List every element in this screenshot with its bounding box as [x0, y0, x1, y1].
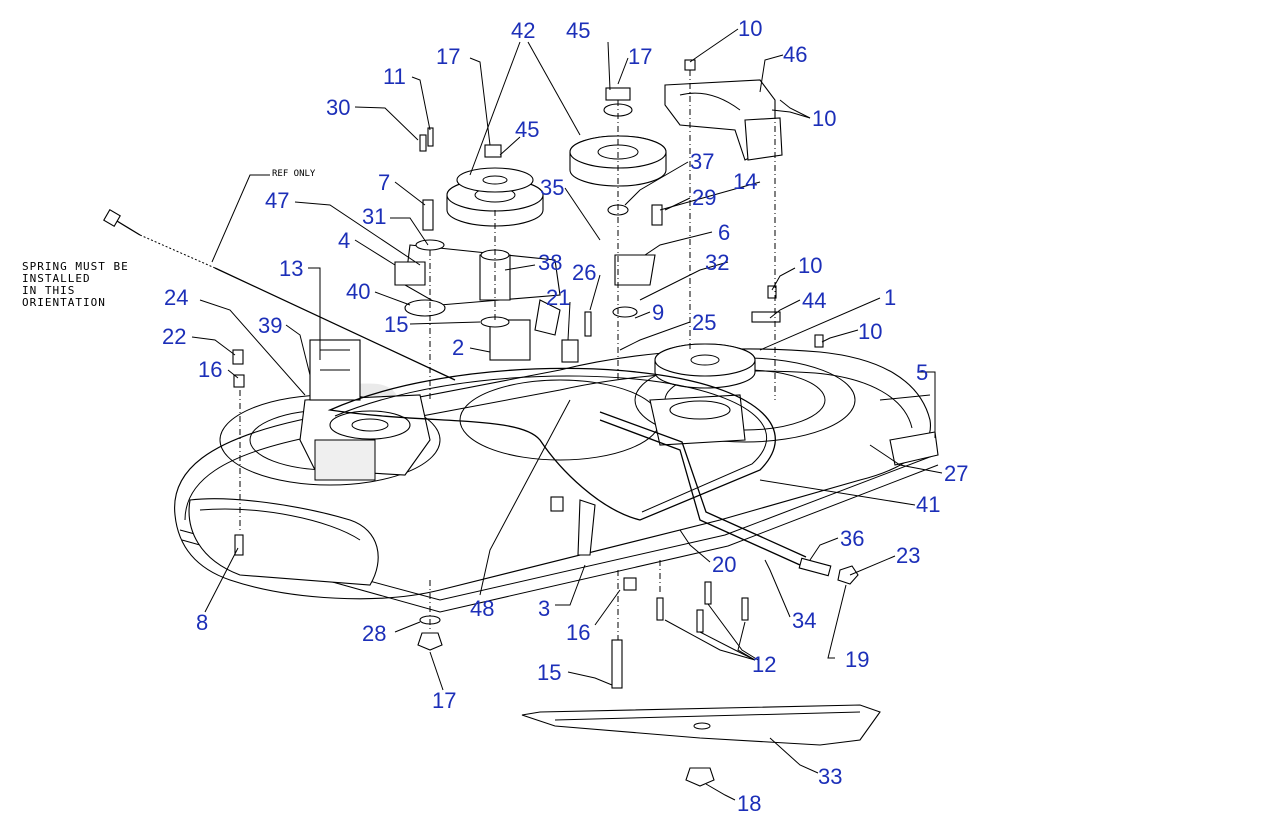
callout-35: 35	[540, 175, 564, 200]
callout-7: 7	[378, 170, 390, 195]
callout-25: 25	[692, 310, 716, 335]
callout-45: 45	[566, 18, 590, 43]
note-line-2: INSTALLED	[22, 272, 91, 285]
callout-33: 33	[818, 764, 842, 789]
callout-15: 15	[384, 312, 408, 337]
callout-32: 32	[705, 250, 729, 275]
callout-22: 22	[162, 324, 186, 349]
callout-3: 3	[538, 596, 550, 621]
callout-38: 38	[538, 250, 562, 275]
callout-27: 27	[944, 461, 968, 486]
note-line-4: ORIENTATION	[22, 296, 106, 309]
idler-arm-assembly	[394, 244, 656, 361]
spring-cable	[103, 209, 456, 381]
callout-40: 40	[346, 279, 370, 304]
callout-13: 13	[279, 256, 303, 281]
callout-5: 5	[916, 360, 928, 385]
callout-12: 12	[752, 652, 776, 677]
callout-26: 26	[572, 260, 596, 285]
callout-10: 10	[858, 319, 882, 344]
callout-4: 4	[338, 228, 350, 253]
note-line-3: IN THIS	[22, 284, 75, 297]
ref-only-note: REF ONLY	[272, 169, 316, 179]
callout-23: 23	[896, 543, 920, 568]
callout-39: 39	[258, 313, 282, 338]
callout-10: 10	[798, 253, 822, 278]
hardware	[232, 59, 824, 787]
callout-16: 16	[566, 620, 590, 645]
callout-1: 1	[884, 285, 896, 310]
spring-orientation-note: SPRING MUST BE INSTALLED IN THIS ORIENTA…	[22, 260, 129, 309]
belt-guard-bracket	[664, 79, 783, 161]
drive-belt	[327, 367, 776, 521]
callout-46: 46	[783, 42, 807, 67]
callout-45: 45	[515, 117, 539, 142]
lift-rod	[577, 411, 859, 585]
callout-28: 28	[362, 621, 386, 646]
callout-29: 29	[692, 185, 716, 210]
idler-pulley-right	[569, 103, 667, 216]
callout-10: 10	[812, 106, 836, 131]
callout-21: 21	[546, 285, 570, 310]
callout-36: 36	[840, 526, 864, 551]
callout-16: 16	[198, 357, 222, 382]
callout-17: 17	[436, 44, 460, 69]
callout-30: 30	[326, 95, 350, 120]
callout-24: 24	[164, 285, 188, 310]
callout-41: 41	[916, 492, 940, 517]
callout-8: 8	[196, 610, 208, 635]
callout-11: 11	[383, 64, 406, 89]
callout-numbers: 10 45 17 42 17 46 10 11 30 45 37 14 29 7…	[162, 16, 968, 816]
callout-34: 34	[792, 608, 816, 633]
callout-31: 31	[362, 204, 386, 229]
callout-20: 20	[712, 552, 736, 577]
callout-48: 48	[470, 596, 494, 621]
callout-44: 44	[802, 288, 826, 313]
center-lines	[239, 70, 776, 640]
callout-2: 2	[452, 335, 464, 360]
callout-37: 37	[690, 149, 714, 174]
leader-lines	[191, 28, 943, 801]
callout-47: 47	[265, 188, 289, 213]
drive-belt-inner	[334, 375, 767, 513]
callout-14: 14	[733, 169, 757, 194]
callout-18: 18	[737, 791, 761, 816]
callout-17: 17	[432, 688, 456, 713]
callout-19: 19	[845, 647, 869, 672]
left-spindle-assembly	[299, 339, 431, 481]
callout-10: 10	[738, 16, 762, 41]
callout-9: 9	[652, 300, 664, 325]
callout-42: 42	[511, 18, 535, 43]
blade	[521, 704, 881, 746]
callout-17: 17	[628, 44, 652, 69]
callout-15: 15	[537, 660, 561, 685]
note-line-1: SPRING MUST BE	[22, 260, 129, 273]
center-spindle-pulley	[649, 343, 756, 446]
callout-6: 6	[718, 220, 730, 245]
idler-pulley-left	[446, 167, 544, 227]
